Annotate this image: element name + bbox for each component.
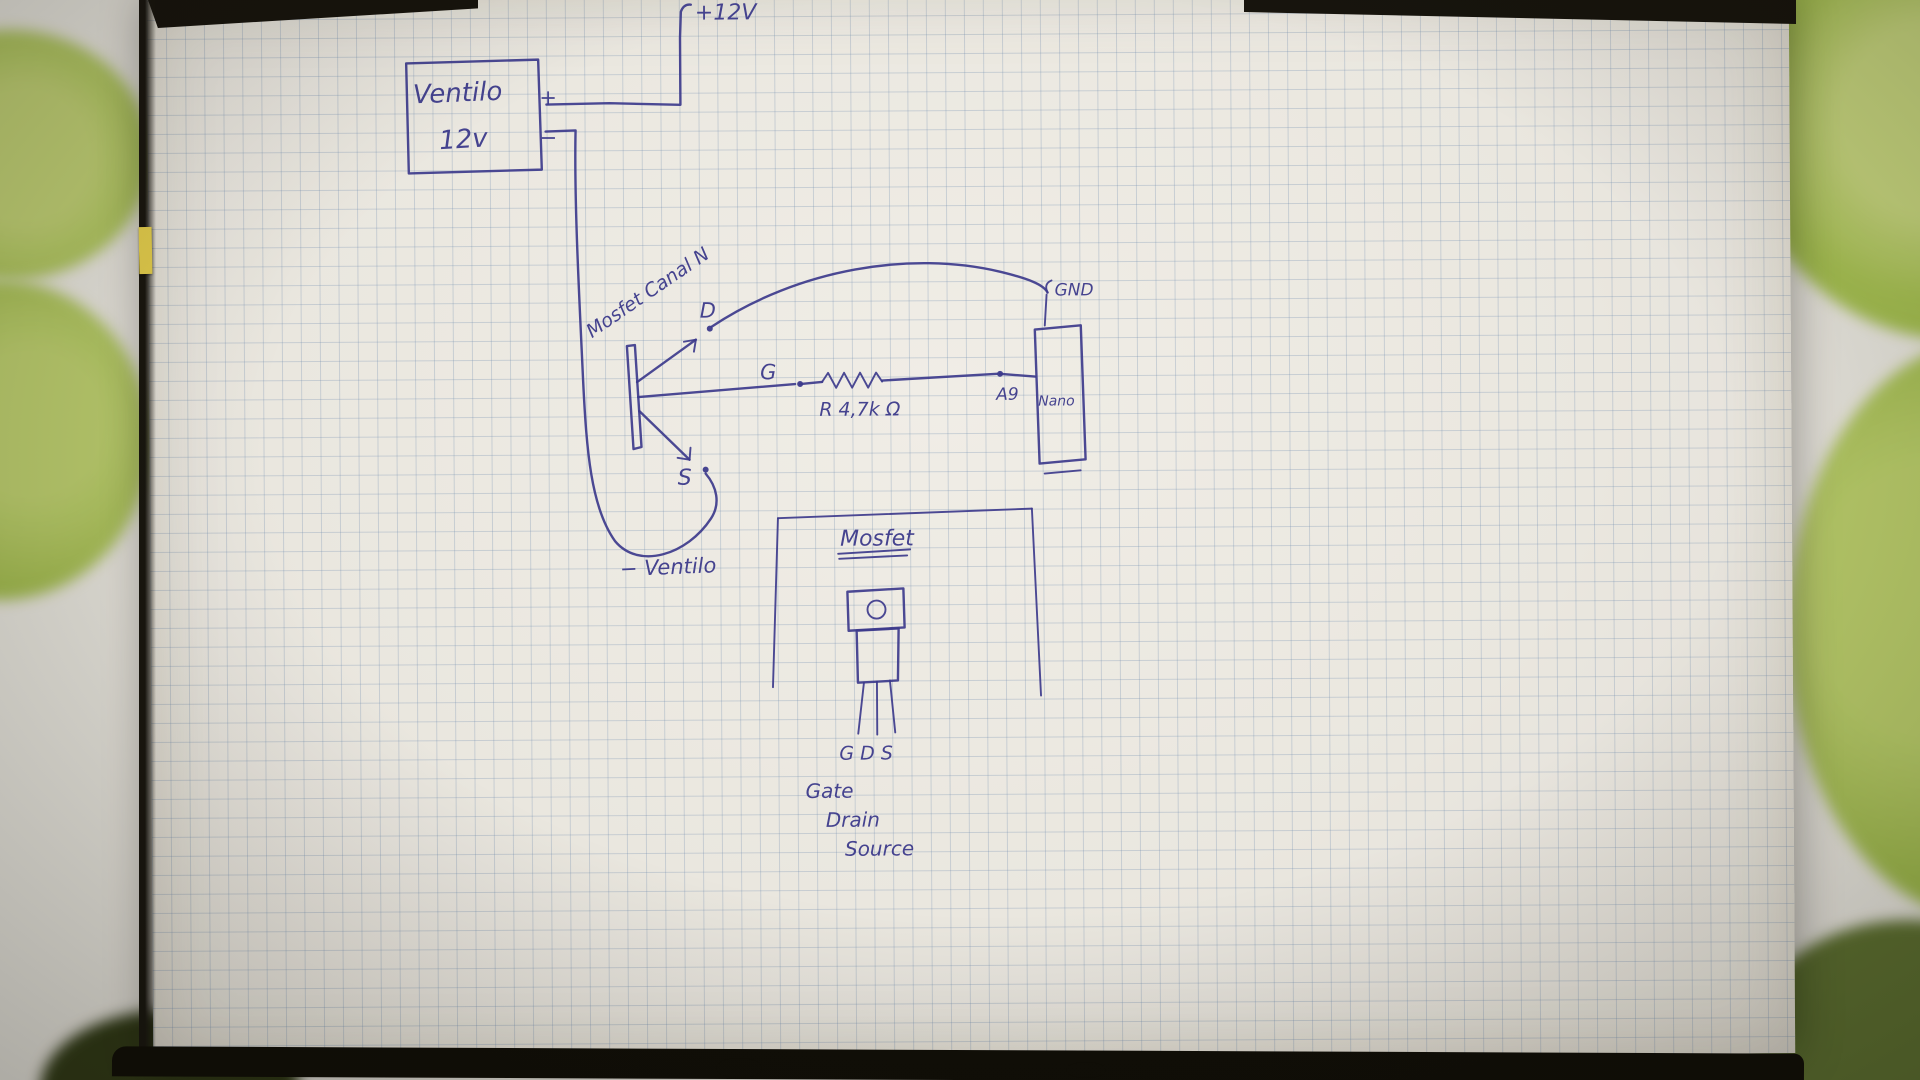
nano-pin-label: A9: [995, 385, 1019, 405]
inset-right-line: [1030, 507, 1042, 697]
mosfet-detail-inset: Mosfet G D S Gate Drain Source: [772, 507, 1042, 861]
fan-return-label: − Ventilo: [620, 553, 717, 581]
fabric-green-blob-top-left: [0, 30, 150, 280]
gate-label: G: [760, 360, 776, 384]
mosfet-drain-arrow: [682, 338, 697, 353]
mosfet-source-line: [638, 409, 691, 461]
mosfet-source-arrow: [676, 446, 692, 461]
wire-gate-c: [998, 372, 1037, 378]
gnd-label: GND: [1054, 280, 1093, 300]
wire-gate-a: [798, 380, 824, 386]
mosfet-drain-line: [635, 338, 698, 384]
source-label: S: [678, 466, 692, 491]
to220-hole: [866, 599, 887, 620]
wire-fan-minus-to-source: [544, 129, 718, 558]
nano-bottom-edge: [1043, 469, 1082, 475]
detail-source-label: Source: [845, 836, 914, 860]
gate-network: R 4,7k Ω A9: [798, 370, 1037, 421]
drain-label: D: [700, 299, 716, 323]
fan-outline: [404, 58, 544, 175]
detail-title-label: Mosfet: [840, 526, 915, 551]
fabric-green-blob-right: [1788, 340, 1920, 920]
detail-title-underline: [837, 548, 912, 560]
graph-paper: +12V Ventilo 12v + − − Ventilo: [146, 0, 1796, 1064]
source-junction-dot: [702, 466, 709, 473]
wire-drain-to-gnd: [710, 262, 1049, 328]
detail-gate-label: Gate: [806, 779, 854, 803]
schematic-drawing: +12V Ventilo 12v + − − Ventilo: [404, 0, 1094, 861]
wire-gate-b: [880, 372, 999, 382]
fabric-green-blob-left: [0, 280, 150, 600]
nano-outline: [1033, 324, 1087, 465]
mosfet-gate-line: [636, 382, 797, 399]
mosfet-plate: [625, 343, 643, 451]
inset-top-line: [776, 507, 1033, 520]
detail-pins-label: G D S: [839, 742, 893, 764]
inset-left-line: [772, 517, 779, 689]
detail-drain-label: Drain: [826, 808, 880, 832]
fan-box: Ventilo 12v + −: [404, 58, 558, 175]
to220-legs: [857, 679, 897, 736]
gnd-hook: [1043, 279, 1053, 327]
to220-tab: [846, 587, 906, 632]
supply-wire: [545, 3, 693, 106]
fan-minus-label: −: [540, 126, 558, 150]
nano-name-label: Nano: [1038, 393, 1075, 409]
mosfet-title-label: Mosfet Canal N: [582, 243, 713, 342]
nano-board: Nano: [1033, 324, 1087, 475]
pad-smudge-left: [716, 1058, 762, 1078]
wire-supply: [545, 3, 693, 106]
mosfet-symbol: D G S Mosfet Canal N: [582, 243, 804, 491]
pad-smudge-right: [1066, 1062, 1106, 1078]
yellow-sticker: [138, 226, 153, 275]
pad-edge-left: [139, 0, 156, 1062]
supply-label: +12V: [695, 0, 759, 25]
fan-name-label: Ventilo: [412, 77, 502, 111]
resistor-label: R 4,7k Ω: [819, 398, 901, 420]
resistor-zigzag: [821, 371, 884, 389]
fan-voltage-label: 12v: [438, 123, 489, 156]
fan-plus-label: +: [539, 86, 557, 110]
to220-body: [855, 627, 900, 684]
